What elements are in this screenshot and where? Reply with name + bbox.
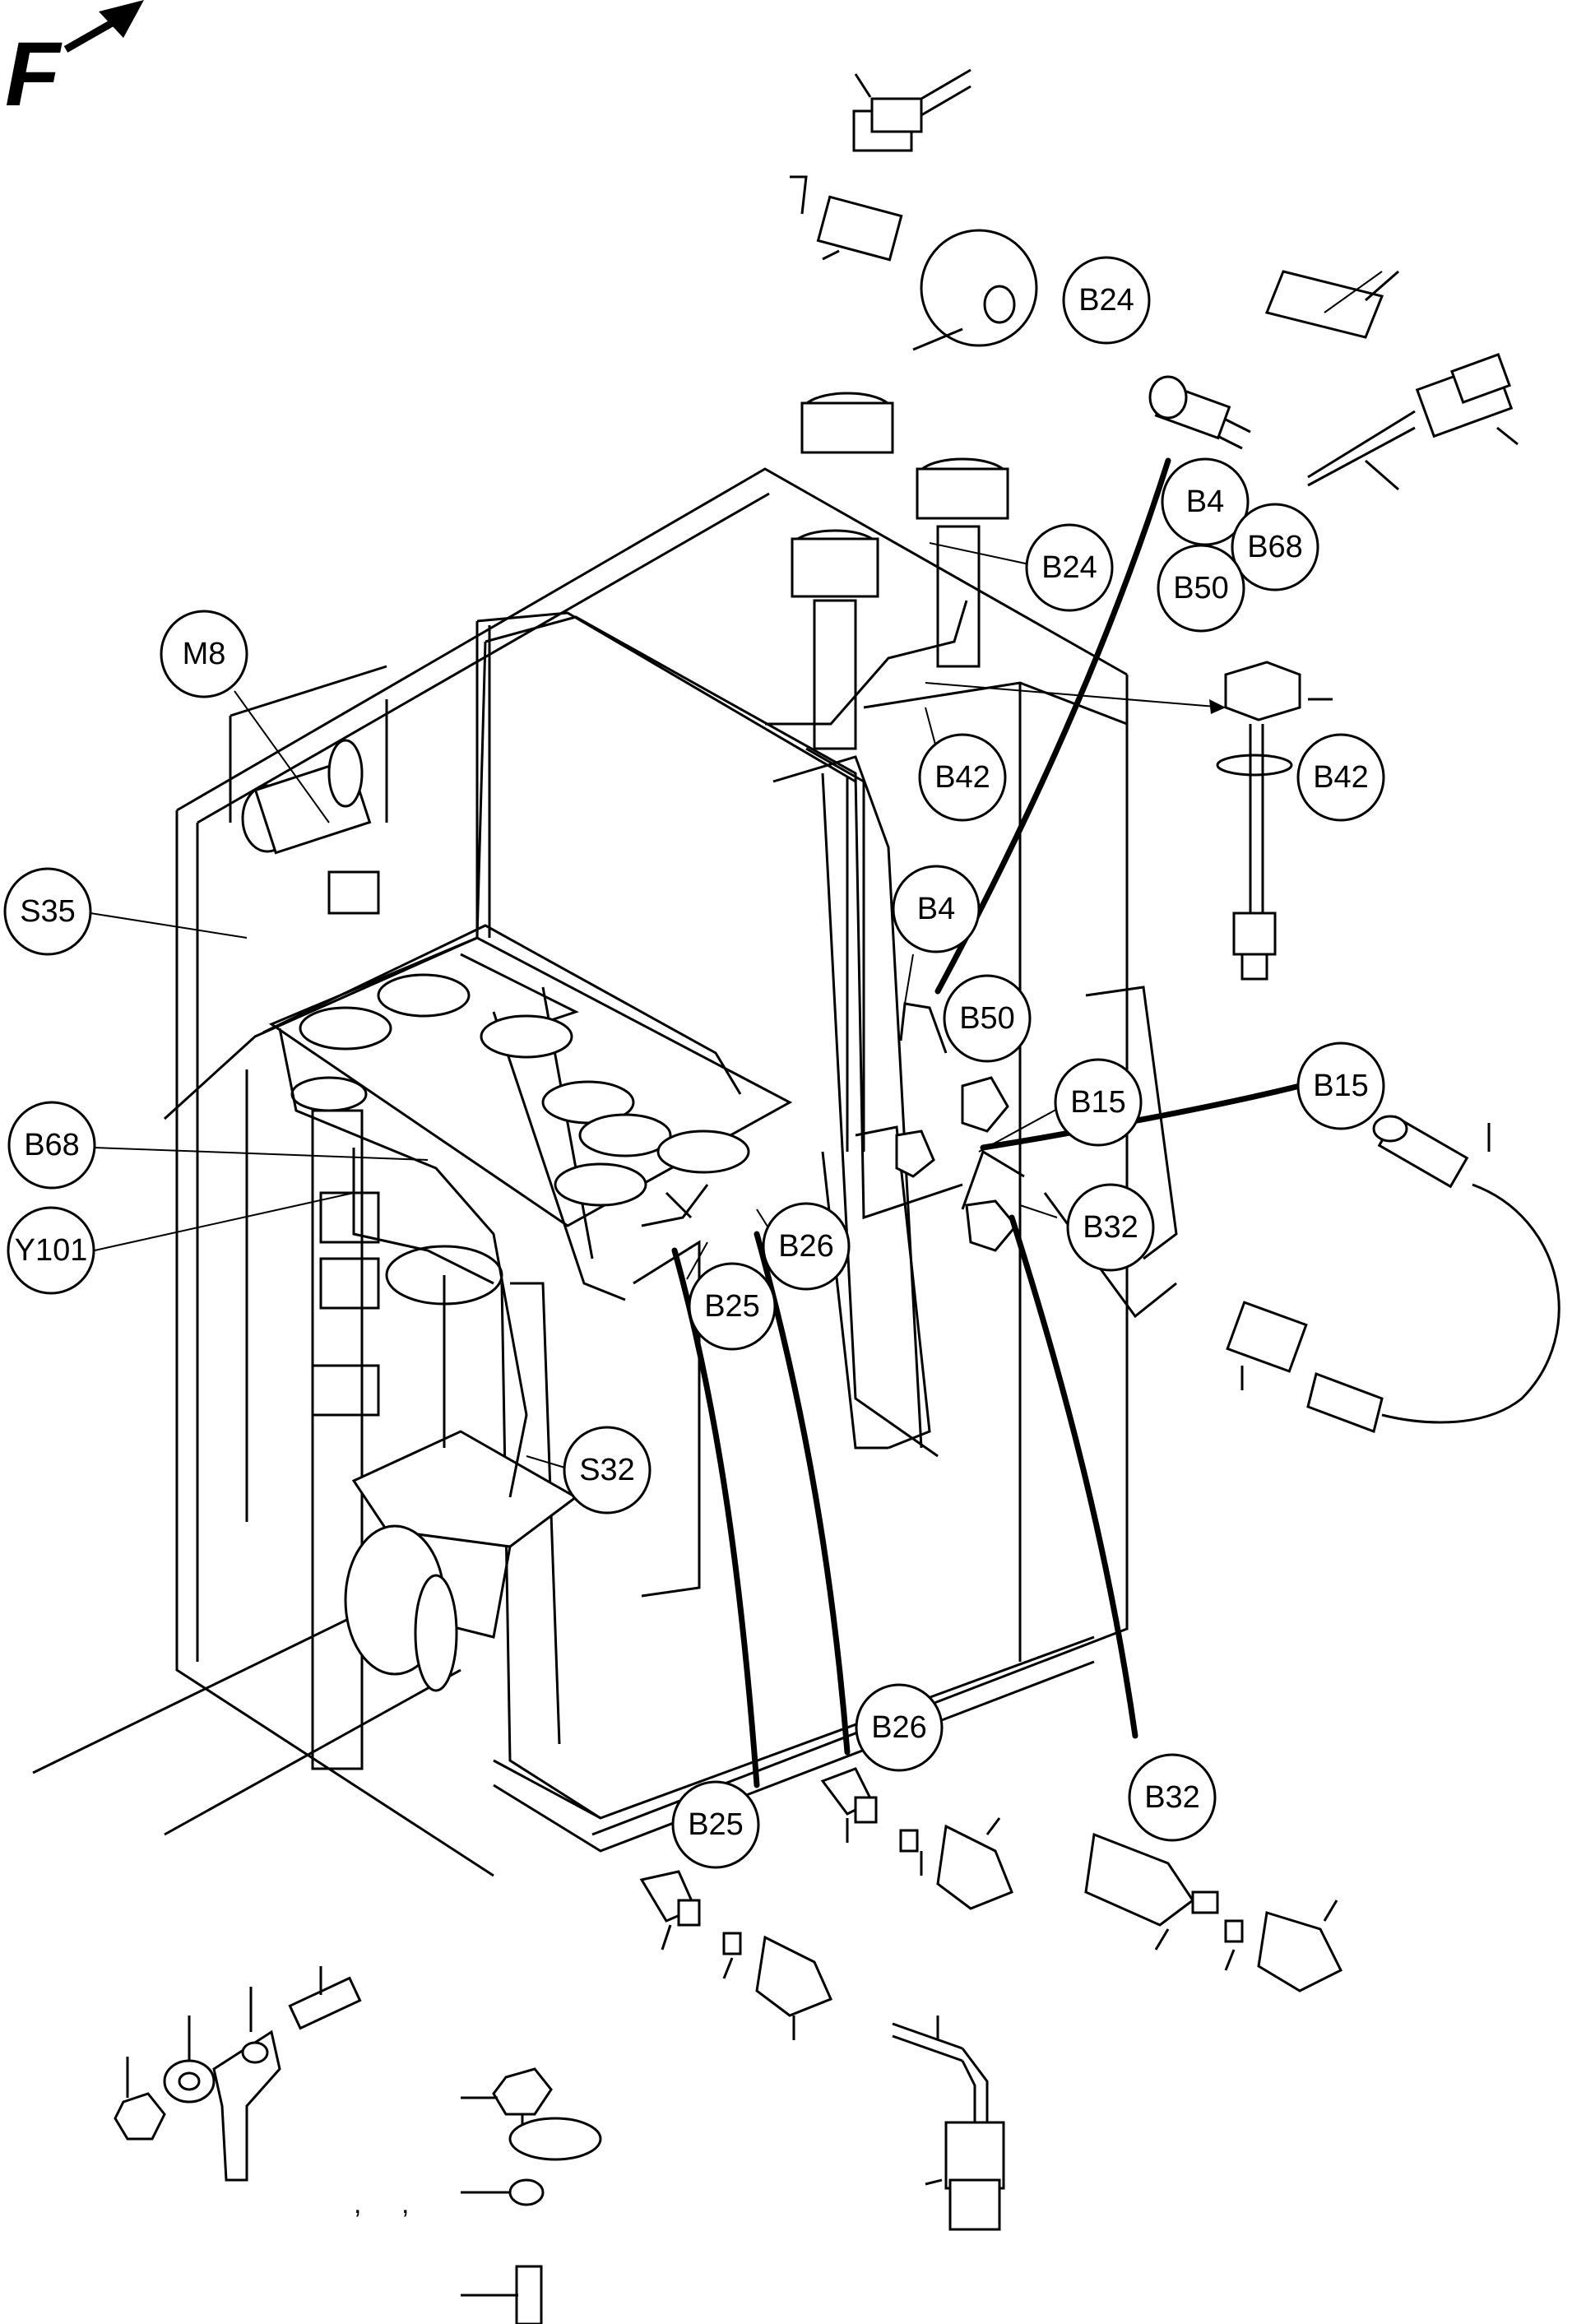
callout-b24-top: B24 [1062,256,1151,345]
callout-b15-center: B15 [1054,1058,1143,1147]
svg-text:B24: B24 [1041,550,1097,585]
callout-labels: B24 B24 B4 B68 B50 M8 B42 B42 [3,256,1385,1869]
callout-b32-bottom: B32 [1128,1753,1217,1842]
b25-switch-detail [639,1870,833,2040]
svg-text:S35: S35 [20,894,76,929]
callout-b24-mid: B24 [1025,523,1114,612]
orientation-letter: F [5,24,63,125]
callout-b50-right: B50 [1157,544,1245,633]
svg-text:B50: B50 [959,1001,1015,1036]
fastener-detail-right [461,2067,602,2324]
callout-y101: Y101 [7,1206,95,1295]
svg-text:B4: B4 [1186,485,1224,519]
footnote-mark-2: , [401,2188,409,2220]
hydraulic-pumps [241,392,1018,1770]
footnote-mark-1: , [354,2188,361,2220]
svg-text:B15: B15 [1070,1085,1126,1120]
callout-b26-center: B26 [762,1202,851,1291]
callout-b32-center: B32 [1066,1183,1155,1272]
svg-text:B26: B26 [778,1229,834,1264]
svg-text:B25: B25 [688,1807,744,1842]
svg-text:B50: B50 [1173,571,1229,605]
callout-b15-right: B15 [1296,1041,1385,1130]
svg-text:B68: B68 [1247,530,1303,564]
b26-switch-detail [820,1767,1013,1910]
orientation-mark: F [5,0,144,125]
svg-text:Y101: Y101 [15,1233,88,1268]
b4-switch-detail [1148,375,1251,450]
b24-sender-detail [790,68,1038,351]
svg-text:B42: B42 [1313,760,1369,795]
callout-b4-right: B4 [1161,457,1250,546]
wiring-harness [163,600,1025,1498]
callout-b25-bottom: B25 [671,1780,760,1869]
svg-text:B32: B32 [1144,1780,1200,1815]
arrow-right-icon [63,0,144,53]
callout-b68-left: B68 [7,1101,96,1190]
label-leader-lines [90,271,1383,1469]
svg-text:B26: B26 [871,1710,927,1745]
svg-text:S32: S32 [579,1453,635,1487]
callout-b26-bottom: B26 [855,1683,944,1772]
svg-text:B15: B15 [1313,1069,1369,1103]
svg-text:B4: B4 [917,892,955,926]
svg-text:B68: B68 [24,1128,80,1162]
svg-text:B32: B32 [1083,1210,1138,1245]
callout-m8: M8 [160,610,248,698]
callout-s32: S32 [563,1426,652,1515]
callout-s35: S35 [3,867,92,956]
fastener-detail-left [114,1966,362,2182]
callout-b68-right: B68 [1231,503,1319,591]
b42-float-sensor-detail [925,661,1333,981]
svg-text:B42: B42 [934,760,990,795]
callout-b42-right: B42 [1296,733,1385,822]
svg-text:B24: B24 [1078,283,1134,318]
svg-text:B25: B25 [704,1289,760,1324]
b32-switch-detail [1084,1832,1343,1992]
svg-text:M8: M8 [183,637,226,671]
b15-sensor-detail [1226,1115,1560,1433]
footnote-marks: , , [354,2188,409,2220]
callout-b4-center: B4 [892,865,981,953]
callout-b25-center: B25 [688,1262,777,1351]
callout-b50-center: B50 [943,974,1032,1063]
callout-b42-center: B42 [918,733,1007,822]
b68-connector-detail [1264,270,1519,491]
bottom-connector-detail [892,2016,1005,2231]
